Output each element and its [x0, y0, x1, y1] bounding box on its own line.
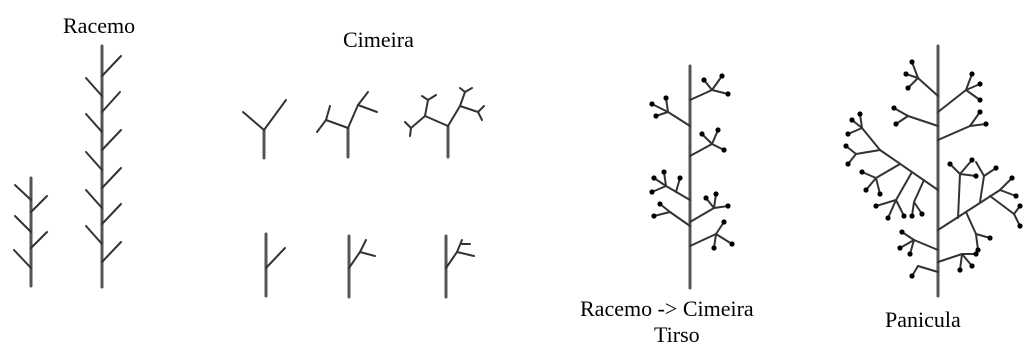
racemo-cimeira-label: Racemo -> Cimeira — [580, 296, 754, 321]
racemo-small-sketch — [13, 176, 48, 288]
tirso-label: Tirso — [654, 322, 700, 347]
tirso-branch-5 — [651, 201, 691, 227]
cimeira-top-1 — [242, 99, 287, 160]
tirso-branch-4 — [649, 169, 691, 201]
cimeira-bottom-3 — [444, 234, 475, 299]
tirso-branch-6 — [689, 191, 731, 223]
cimeira-bottom-2 — [347, 234, 376, 299]
cimeira-bottom-1 — [264, 232, 286, 298]
racemo-label: Racemo — [63, 13, 136, 38]
cimeira-label: Cimeira — [343, 27, 414, 52]
tirso-sketch — [649, 64, 735, 290]
cimeira-top-3 — [404, 87, 485, 159]
racemo-tall-sketch — [85, 44, 122, 289]
tirso-branch-7 — [689, 219, 735, 251]
panicula-sketch — [843, 44, 1023, 298]
tirso-branch-2 — [649, 95, 691, 127]
panicula-label: Panicula — [885, 307, 961, 332]
tirso-branch-1 — [689, 73, 731, 101]
cimeira-top-2 — [316, 91, 378, 159]
tirso-branch-3 — [689, 127, 727, 157]
